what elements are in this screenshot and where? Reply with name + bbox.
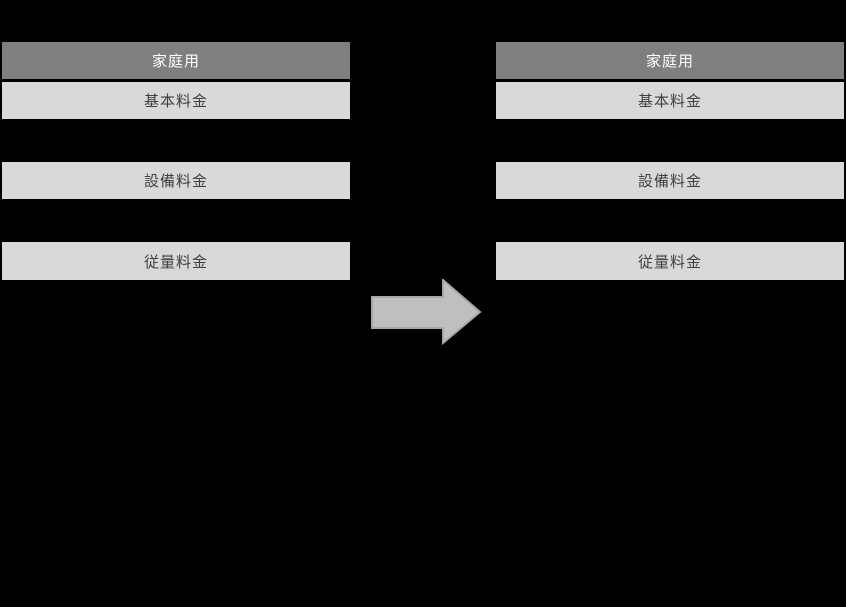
- right-arrow-shape: [371, 277, 482, 346]
- right-arrow-svg: [371, 277, 482, 346]
- right-row-basic-charge: 基本料金: [496, 82, 844, 119]
- right-arrow-icon: [371, 277, 482, 346]
- right-row-equipment-charge: 設備料金: [496, 162, 844, 199]
- right-table-header-household: 家庭用: [496, 42, 844, 79]
- left-table-header-household: 家庭用: [2, 42, 350, 79]
- left-fee-table: 家庭用 基本料金 設備料金 従量料金: [2, 0, 350, 607]
- right-row-usage-charge: 従量料金: [496, 242, 844, 280]
- left-row-usage-charge: 従量料金: [2, 242, 350, 280]
- left-row-equipment-charge: 設備料金: [2, 162, 350, 199]
- left-row-basic-charge: 基本料金: [2, 82, 350, 119]
- right-fee-table: 家庭用 基本料金 設備料金 従量料金: [496, 0, 844, 607]
